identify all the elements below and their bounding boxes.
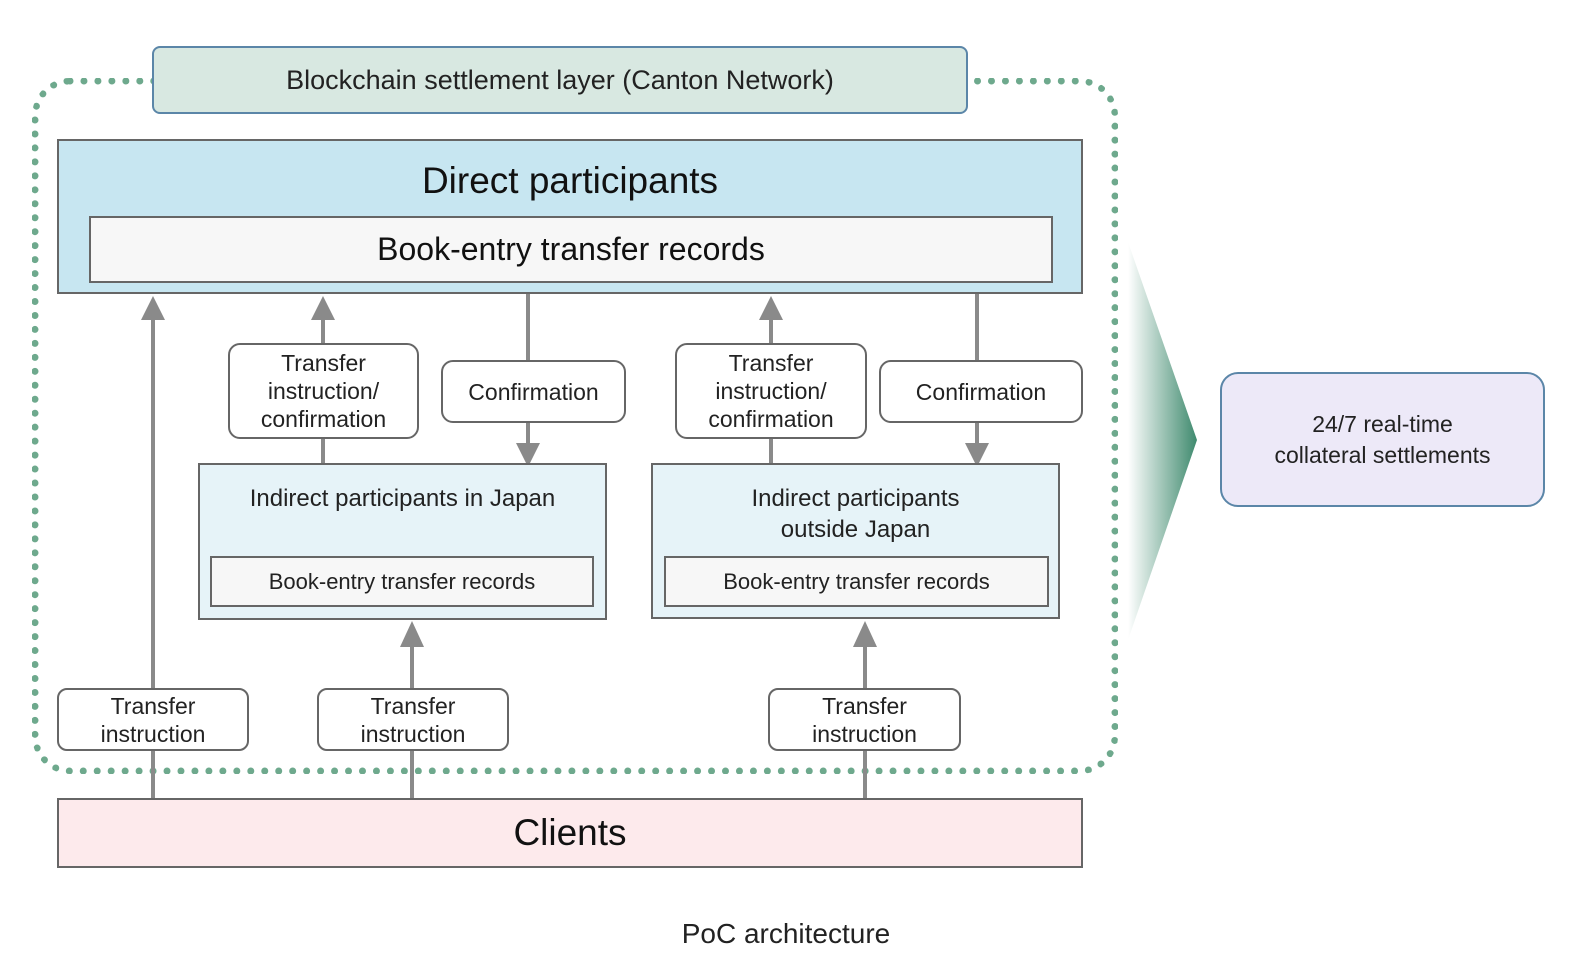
right-confirmation-label: Confirmation [879,360,1083,423]
arrowhead [965,443,989,467]
settlement-layer-label: Blockchain settlement layer (Canton Netw… [152,46,968,114]
left-instruction-confirmation-label: Transfer instruction/ confirmation [228,343,419,439]
client-transfer-instruction-2: Transfer instruction [317,688,509,751]
arrowhead [400,621,424,647]
arrowhead [141,296,165,320]
arrowhead [759,296,783,320]
chevron-right-icon [1128,242,1197,640]
realtime-settlement-box: 24/7 real-time collateral settlements [1220,372,1545,507]
direct-book-entry-records: Book-entry transfer records [89,216,1053,283]
clients-box: Clients [57,798,1083,868]
arrowhead [516,443,540,467]
left-confirmation-label: Confirmation [441,360,626,423]
client-transfer-instruction-3: Transfer instruction [768,688,961,751]
direct-participants-title: Direct participants [421,160,719,201]
right-instruction-confirmation-label: Transfer instruction/ confirmation [675,343,867,439]
client-transfer-instruction-1: Transfer instruction [57,688,249,751]
figure-caption: PoC architecture [681,918,891,949]
outside-book-entry-records: Book-entry transfer records [664,556,1049,607]
indirect-participants-japan-title: Indirect participants in Japan [249,484,556,512]
indirect-participants-outside-title: Indirect participants outside Japan [751,485,960,543]
japan-book-entry-records: Book-entry transfer records [210,556,594,607]
arrowhead [311,296,335,320]
arrowhead [853,621,877,647]
